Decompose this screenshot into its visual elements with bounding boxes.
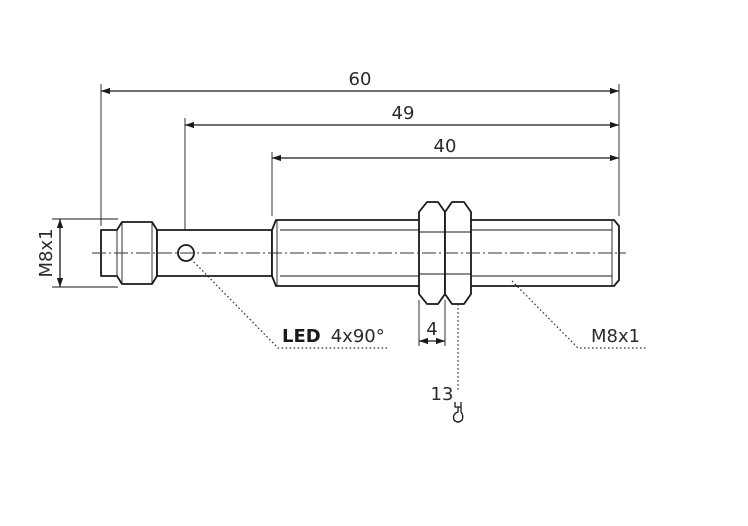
dim-mid-text: 49 <box>392 103 415 124</box>
led-label: LED 4x90° <box>282 326 385 347</box>
dim-total-text: 60 <box>349 69 372 90</box>
dim-diameter-text: M8x1 <box>36 228 57 277</box>
led-label-spec: 4x90° <box>331 326 385 347</box>
dimension-lines <box>56 87 619 345</box>
dim-thread-text: 40 <box>434 136 457 157</box>
dim-nut-text: 4 <box>426 319 437 340</box>
led-leader <box>190 258 388 349</box>
leader-lines <box>190 258 648 392</box>
thread-label: M8x1 <box>591 326 640 347</box>
thread-leader <box>511 280 648 349</box>
wrench-icon <box>452 402 464 423</box>
dim-wrench-text: 13 <box>431 384 454 405</box>
led-label-bold: LED <box>282 326 321 347</box>
extension-lines <box>52 84 620 346</box>
